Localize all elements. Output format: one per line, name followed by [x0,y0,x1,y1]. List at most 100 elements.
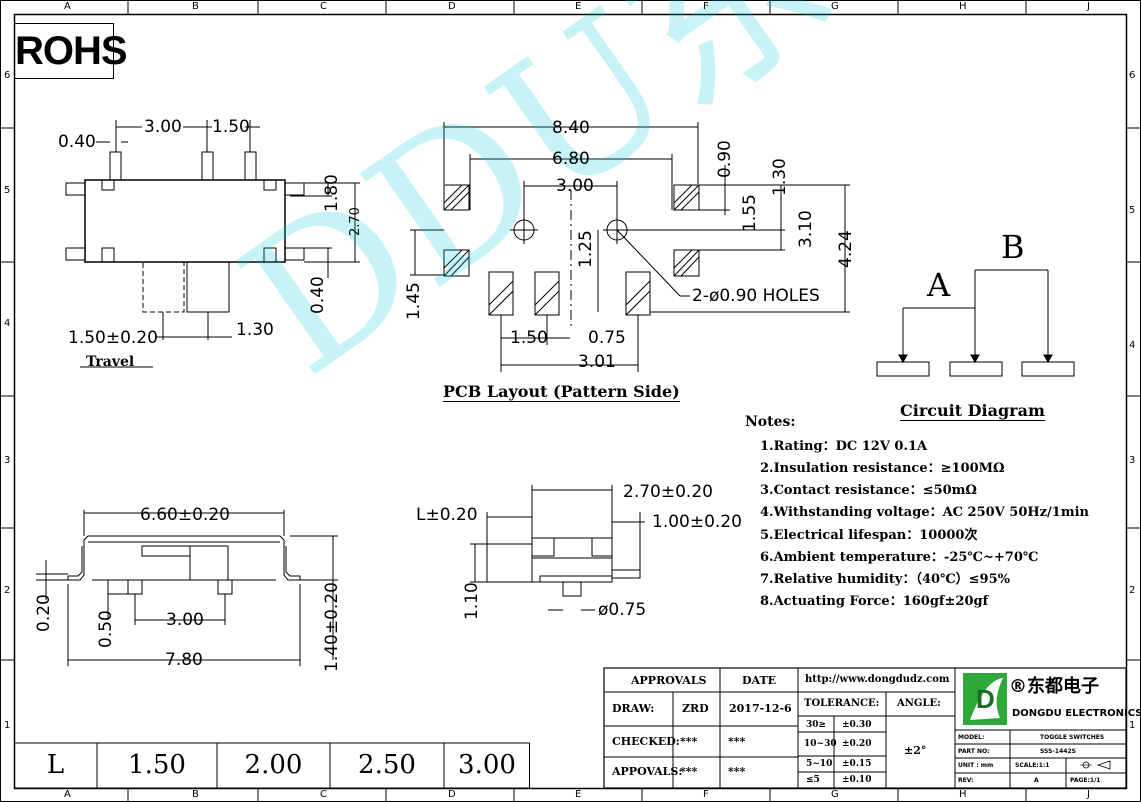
note-item: 5.Electrical lifespan：10000次 [760,528,978,543]
dim-label: 6.60±0.20 [140,505,230,525]
col-label: J [1087,789,1090,800]
col-label: G [831,789,839,800]
checked-value: *** [680,735,698,748]
dim-label: 0.75 [588,328,626,348]
col-label: B [192,1,199,12]
row-label: 3 [1129,455,1136,466]
length-table-cell: 3.00 [458,750,516,780]
dim-label: ø0.75 [598,600,647,620]
angle-label: ANGLE: [897,698,941,709]
draw-label: DRAW: [612,702,655,715]
col-label: F [703,789,709,800]
travel-label: Travel [86,354,135,370]
travel-dim: 1.50±0.20 [68,328,158,348]
approvals-header: APPROVALS [631,674,707,687]
col-label: H [959,789,967,800]
dim-label: 1.30 [770,158,790,196]
appovals-date: *** [728,765,746,778]
tolerance-value: ±0.20 [842,739,872,749]
dim-label: 1.55 [740,194,760,232]
col-label: J [1087,1,1090,12]
dim-label: 0.40 [58,132,96,152]
appovals-label: APPOVALS: [612,765,683,778]
row-label: 3 [4,455,11,466]
dim-label: 3.00 [556,176,594,196]
appovals-value: *** [680,765,698,778]
col-label: A [64,789,71,800]
pcb-layout-title: PCB Layout (Pattern Side) [443,382,680,402]
col-label: C [320,1,327,12]
note-item: 7.Relative humidity：（40℃）≤95% [760,572,1010,587]
notes-block: Notes: [745,414,796,434]
dim-label: 1.25 [576,230,596,268]
length-table-cell: 2.00 [244,750,303,780]
company-name-cn: ®东都电子 [1009,676,1099,697]
circuit-label-a: A [927,266,951,304]
dim-label: 0.50 [96,610,116,648]
tolerance-value: ±0.30 [842,720,872,730]
row-label: 1 [1129,720,1136,731]
dim-label: 1.50 [510,328,548,348]
circuit-label-b: B [1001,228,1025,266]
length-table-cell: 1.50 [128,750,186,780]
part-label: PART NO: [958,748,990,755]
dim-label: 1.45 [404,282,424,320]
dim-label: 3.10 [796,210,816,248]
dim-label: 4.24 [836,230,856,268]
date-header: DATE [742,674,777,687]
rev-label: REV: [958,777,974,784]
projection-symbol-icon [1080,760,1111,770]
dim-label: 0.90 [715,140,735,178]
dim-label: 6.80 [552,149,590,169]
dim-label: 3.00 [166,610,204,630]
dim-label: 2.70±0.20 [623,482,713,502]
dim-label: 0.40 [308,276,328,314]
website: http://www.dongdudz.com [805,674,950,685]
note-item: 1.Rating：DC 12V 0.1A [760,439,928,454]
row-label: 1 [4,720,11,731]
row-label: 6 [1129,70,1136,81]
note-item: 3.Contact resistance：≤50mΩ [760,483,977,498]
angle-value: ±2° [904,744,927,757]
notes-title: Notes: [745,414,796,430]
col-label: E [575,789,582,800]
dim-label: 3.01 [578,352,616,372]
dim-label: 7.80 [165,650,203,670]
svg-text:D: D [976,684,995,714]
row-label: 2 [4,585,11,596]
draw-value: ZRD [682,702,709,715]
model-label: MODEL: [958,734,985,741]
model-value: TOGGLE SWITCHES [1040,734,1105,741]
col-label: E [575,1,582,12]
rohs-badge: ROHS [14,23,128,79]
row-label: 6 [4,70,11,81]
row-label: 4 [4,318,11,329]
col-label: D [448,1,456,12]
col-label: D [448,789,456,800]
tolerance-range: 5~10 [806,759,833,769]
checked-label: CHECKED: [612,735,680,748]
row-label: 5 [1129,205,1136,216]
dim-label: 2.70 [348,207,363,236]
tolerance-range: ≤5 [806,775,820,785]
tolerance-label: TOLERANCE: [804,698,880,709]
note-item: 4.Withstanding voltage：AC 250V 50Hz/1min [760,505,1089,520]
dim-label: 1.80 [322,174,342,212]
row-label: 2 [1129,585,1136,596]
tolerance-value: ±0.15 [842,759,872,769]
tolerance-value: ±0.10 [842,775,872,785]
tolerance-range: 10~30 [804,739,837,749]
checked-date: *** [728,735,746,748]
col-label: B [192,789,199,800]
unit-label: UNIT : mm [958,762,994,769]
dim-label: 1.00±0.20 [652,512,742,532]
length-table-header: L [46,750,65,780]
dim-label: 8.40 [552,118,590,138]
dim-label: L±0.20 [416,505,478,525]
dim-label: 1.50 [212,117,250,137]
col-label: A [64,1,71,12]
company-name-en: DONGDU ELECTRONICS [1012,708,1141,719]
holes-label: 2-ø0.90 HOLES [692,286,820,306]
tolerance-range: 30≥ [806,720,827,730]
